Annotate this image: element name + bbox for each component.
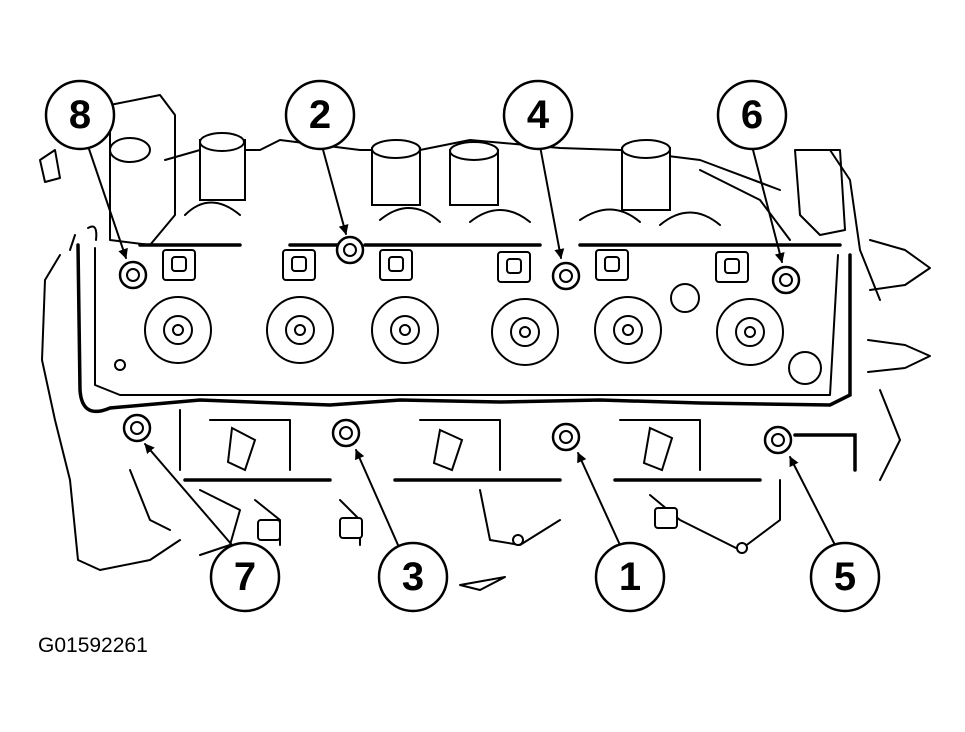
svg-text:5: 5 — [834, 555, 856, 599]
callout-4: 4 — [502, 79, 574, 151]
callout-2: 2 — [284, 79, 356, 151]
callout-8: 8 — [44, 79, 116, 151]
bolt-7 — [122, 413, 152, 443]
svg-text:4: 4 — [527, 93, 550, 137]
head-bolts — [118, 235, 801, 455]
lower-head-details — [179, 409, 781, 591]
bolt-1 — [551, 422, 581, 452]
engine-block-outline — [39, 149, 931, 571]
callout-7: 7 — [209, 541, 281, 613]
bearing-caps — [162, 249, 749, 283]
bolt-5 — [763, 425, 793, 455]
svg-text:1: 1 — [619, 555, 641, 599]
leader-arrows — [87, 145, 836, 546]
svg-text:8: 8 — [69, 93, 91, 137]
bolt-4 — [551, 261, 581, 291]
svg-text:3: 3 — [402, 555, 424, 599]
callout-5: 5 — [809, 541, 881, 613]
svg-text:6: 6 — [741, 93, 763, 137]
svg-text:7: 7 — [234, 555, 256, 599]
figure-id: G01592261 — [38, 634, 148, 657]
camshaft-towers — [109, 94, 791, 246]
callout-3: 3 — [377, 541, 449, 613]
callout-6: 6 — [716, 79, 788, 151]
bolt-3 — [331, 418, 361, 448]
bolt-8 — [118, 260, 148, 290]
callout-1: 1 — [594, 541, 666, 613]
bolt-2 — [335, 235, 365, 265]
head-gasket-outline — [76, 243, 857, 482]
bolt-6 — [771, 265, 801, 295]
valve-bores — [114, 283, 822, 385]
svg-text:2: 2 — [309, 93, 331, 137]
